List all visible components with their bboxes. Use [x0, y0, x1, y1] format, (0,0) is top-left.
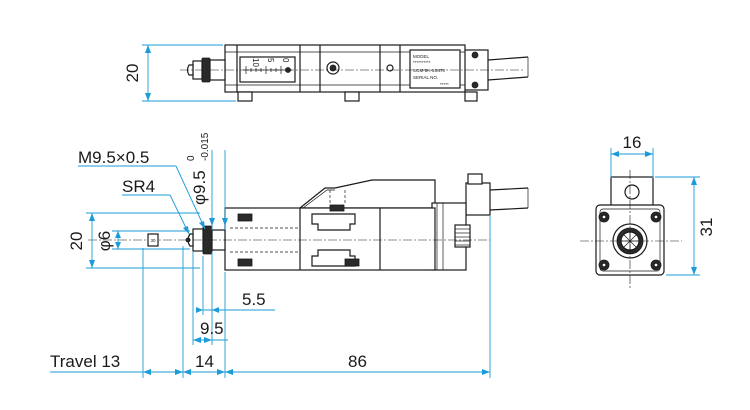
dim-9-5: 9.5	[200, 319, 224, 338]
scale-mark-0: 0	[281, 58, 290, 63]
end-view: 16 31	[580, 133, 716, 290]
dim-end-width: 16	[623, 133, 642, 152]
dim-5-5: 5.5	[242, 290, 266, 309]
dim-shaft-tol-lower: -0.015	[200, 132, 211, 161]
nameplate-serial-value: *****	[440, 82, 449, 87]
scale-mark-5: 5	[266, 58, 275, 63]
dim-top-height: 20	[123, 64, 142, 83]
dim-end-height: 31	[697, 218, 716, 237]
dim-tip-diameter: φ6	[95, 231, 114, 251]
dim-shaft-tol-upper: 0	[186, 155, 197, 161]
dim-side-height: 20	[67, 232, 86, 251]
dim-thread: M9.5×0.5	[78, 148, 149, 167]
knurl-lines	[455, 228, 470, 246]
small-tag: 30	[150, 238, 156, 243]
dim-travel: Travel 13	[50, 352, 120, 371]
dim-14: 14	[195, 352, 214, 371]
dim-86: 86	[348, 352, 367, 371]
nameplate-part: SGM-5H-5S470	[413, 68, 446, 73]
top-view: 10 5 0 MODEL ********** SGM-5H-5S470 SER…	[123, 44, 529, 102]
scale-mark-10: 10	[251, 58, 260, 67]
nameplate-model: MODEL	[413, 54, 430, 59]
nameplate-serial: SERIAL NO.	[413, 75, 438, 80]
side-view: 20 φ6 30 M9.5×0.5 SR4 φ9.5 0 -0.015	[50, 132, 529, 378]
dim-radius: SR4	[122, 177, 155, 196]
dim-shaft-diameter: φ9.5	[190, 170, 209, 205]
nameplate-model-value: **********	[413, 60, 431, 65]
